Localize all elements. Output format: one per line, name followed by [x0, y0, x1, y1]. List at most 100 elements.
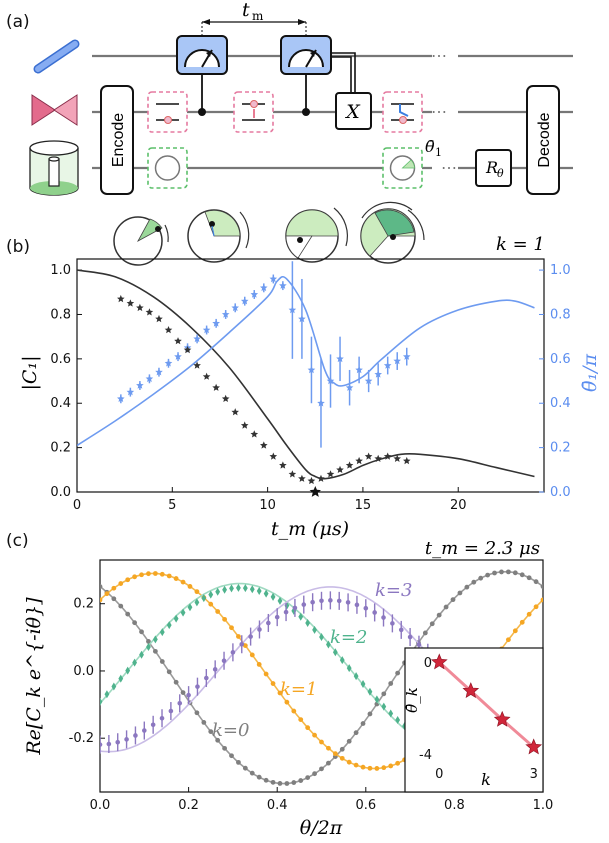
- k0-point: [298, 778, 304, 783]
- tm-label: t: [242, 0, 250, 21]
- theta1-point: [298, 314, 306, 323]
- k2-curve-label: k=2: [330, 627, 367, 648]
- inset-x-tick-label: 0: [435, 767, 443, 782]
- x-tick-label: 0.0: [90, 798, 111, 813]
- phase-circle-icon-1: [113, 216, 169, 266]
- k1-point: [263, 671, 269, 677]
- x-tick-label: 5: [168, 498, 176, 513]
- inset-ylabel: θ̄_k: [403, 687, 421, 713]
- y-tick-right-label: 0.6: [550, 352, 571, 367]
- cavity-state-1: [147, 147, 188, 189]
- x-gate: [335, 92, 372, 130]
- theta1-point: [403, 352, 411, 360]
- k1-point: [353, 762, 359, 768]
- k0-point: [236, 759, 241, 765]
- k0-point: [242, 765, 248, 771]
- k3-point: [133, 733, 138, 738]
- c1-point: [260, 441, 268, 449]
- k0-point: [194, 710, 200, 716]
- k0-point: [166, 669, 172, 675]
- k0-point: [422, 630, 428, 636]
- c1-point: [193, 361, 201, 369]
- c1-point: [279, 461, 287, 469]
- y-tick-right-label: 0.4: [550, 396, 571, 411]
- k0-point: [346, 738, 352, 744]
- k1-point: [242, 643, 248, 648]
- k0-point: [471, 579, 477, 585]
- theta1-point: [269, 275, 278, 283]
- c1-point: [174, 337, 182, 345]
- x-tick-label: 0.6: [355, 798, 376, 813]
- theta1-point: [240, 297, 249, 305]
- k1-point: [381, 765, 387, 771]
- k1-point: [277, 690, 283, 696]
- c1-point: [403, 456, 411, 465]
- k0-point: [360, 721, 366, 726]
- k2-point: [111, 682, 117, 691]
- x-tick-label: 1.0: [533, 798, 554, 813]
- k3-point: [221, 658, 227, 664]
- theta1-point: [279, 281, 287, 289]
- decode-label: Decode: [536, 112, 553, 167]
- k2-point: [388, 709, 394, 718]
- k1-point: [332, 751, 338, 757]
- k2-point: [125, 666, 131, 675]
- y-tick-label: 0.2: [50, 441, 71, 456]
- k0-point: [132, 620, 138, 626]
- y-tick-label: 0.0: [50, 485, 71, 500]
- k2-point: [346, 664, 352, 673]
- k0-point: [367, 711, 373, 717]
- k0-point: [111, 596, 117, 602]
- k1-point: [173, 576, 179, 581]
- y-tick-right-label: 0.2: [550, 441, 571, 456]
- k1-point: [159, 571, 165, 577]
- k2-point: [360, 679, 366, 688]
- k1-point: [125, 577, 131, 583]
- k3-point: [301, 602, 307, 607]
- c1-point: [326, 470, 335, 478]
- panel-c-ylabel: Re[C_k e^{-iθ}]: [23, 597, 45, 756]
- k3-point: [168, 708, 174, 714]
- k0-point: [505, 569, 511, 575]
- k2-point: [381, 702, 387, 711]
- k0-point: [540, 584, 543, 589]
- y-tick-label: 1.0: [50, 263, 71, 278]
- k2-point: [152, 635, 158, 644]
- inset-point: [430, 653, 448, 670]
- k3-point: [407, 634, 413, 640]
- k0-point: [464, 584, 470, 590]
- theta1-point: [250, 290, 259, 298]
- k3-point: [115, 739, 121, 745]
- k2-point: [270, 592, 276, 601]
- k0-point: [436, 612, 442, 618]
- c1-point: [393, 454, 401, 462]
- meter-icon-2: [280, 35, 332, 75]
- k2-point: [229, 584, 234, 593]
- k2-point: [208, 590, 214, 599]
- k1-point: [222, 616, 227, 622]
- meter-icon-1: [176, 35, 228, 75]
- k2-point: [298, 612, 304, 621]
- theta1-point: [288, 306, 297, 314]
- r-gate-sub: θ: [497, 167, 504, 180]
- theta1-point: [383, 361, 392, 369]
- theta1-point: [336, 354, 344, 363]
- k0-point: [139, 629, 144, 635]
- theta1-point: [393, 357, 401, 365]
- k3-point: [319, 598, 324, 604]
- k2-point: [215, 587, 221, 596]
- k1-point: [146, 571, 151, 577]
- k1-point: [229, 625, 234, 631]
- transmon-state-3: [382, 91, 423, 133]
- c1-point: [317, 474, 325, 482]
- k3-point: [177, 701, 183, 706]
- k2-point: [284, 601, 290, 610]
- ellipsis-mid: ⋯: [431, 102, 447, 121]
- k2-point: [305, 619, 311, 628]
- k0-point: [152, 648, 158, 654]
- k1-label: k = 1: [496, 234, 545, 255]
- k1-curve-label: k=1: [280, 679, 317, 700]
